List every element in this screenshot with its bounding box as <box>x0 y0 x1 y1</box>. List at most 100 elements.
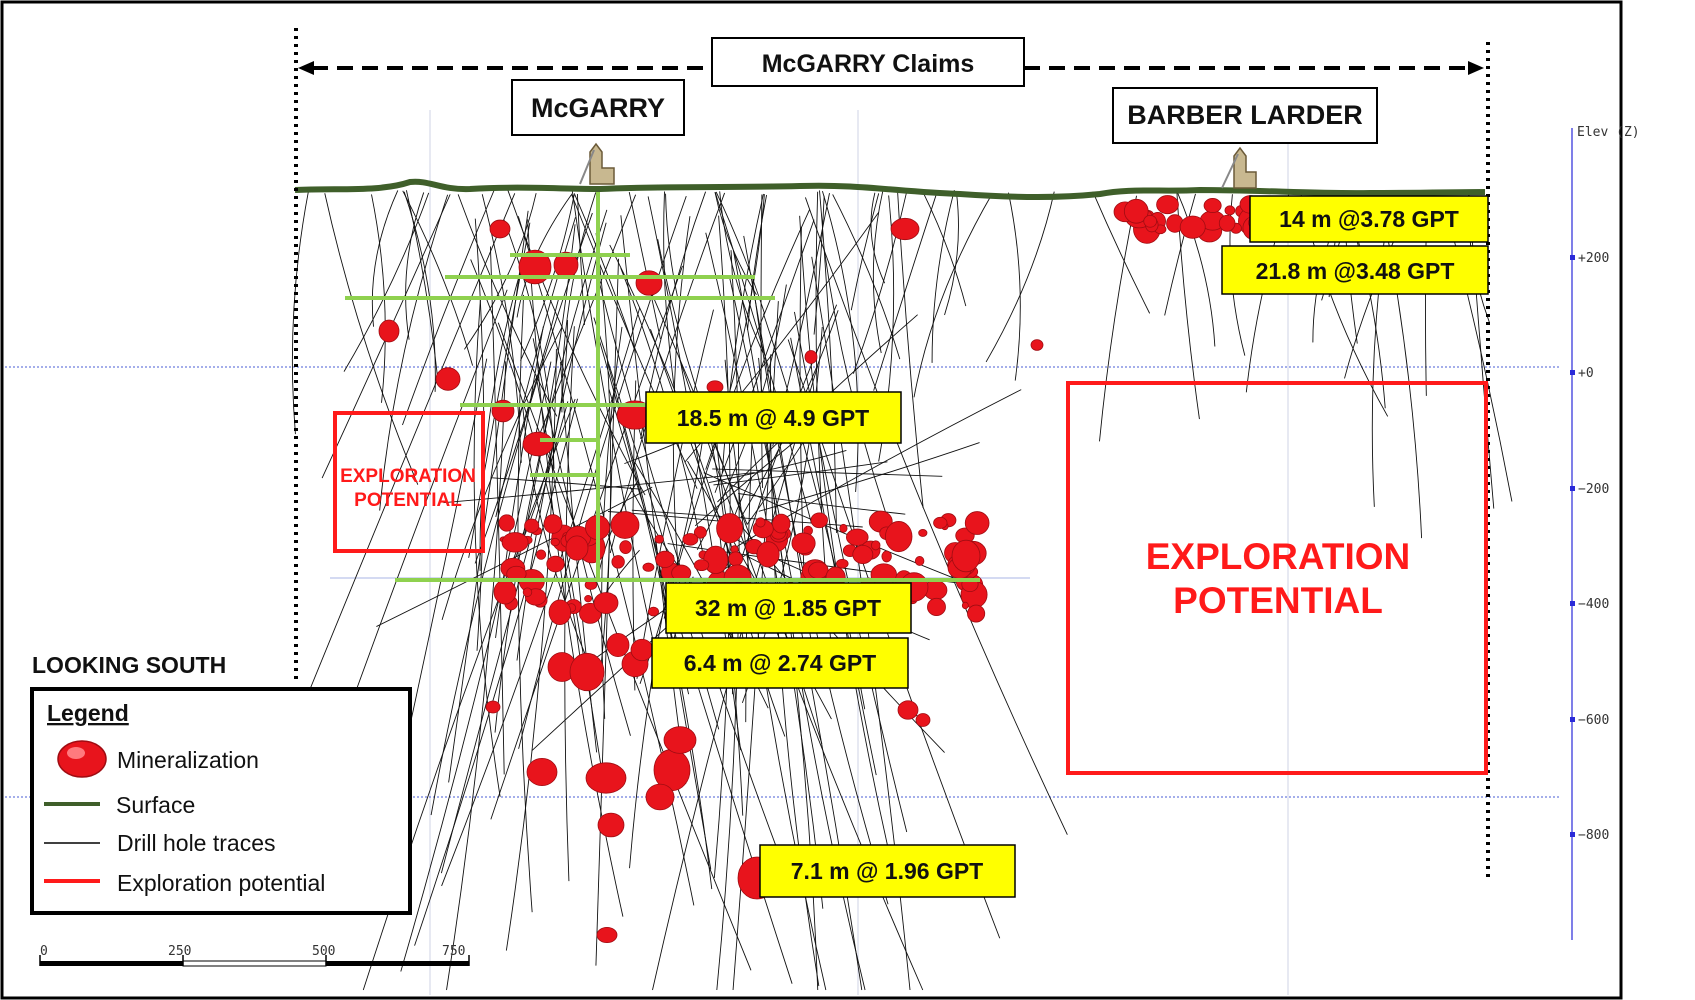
mineralization-blob <box>611 555 625 569</box>
drill-trace <box>324 193 419 485</box>
drill-trace <box>873 190 939 391</box>
drill-trace <box>823 248 889 520</box>
mine-workings <box>345 190 980 582</box>
drill-trace <box>371 190 399 327</box>
drill-trace <box>870 192 886 284</box>
legend-item-surface: Surface <box>116 792 195 818</box>
drill-trace <box>343 192 430 372</box>
drill-trace <box>494 209 608 733</box>
drill-trace <box>822 191 859 492</box>
mineralization-blob <box>435 367 461 391</box>
intercept-label: 7.1 m @ 1.96 GPT <box>791 858 983 884</box>
mineralization-blob <box>522 587 533 597</box>
drill-trace <box>819 190 837 533</box>
mcgarry-headframe-icon <box>579 142 615 185</box>
drill-trace <box>714 192 757 295</box>
mineralization-blob <box>961 601 969 610</box>
surface-line <box>294 178 1486 200</box>
mineralization-blob <box>852 544 874 565</box>
exploration-small-line1: EXPLORATION <box>340 466 476 487</box>
drill-trace <box>609 192 726 554</box>
mineralization-blob <box>1156 195 1179 215</box>
legend-title: Legend <box>47 700 129 726</box>
scale-tick: 250 <box>168 944 191 959</box>
drill-trace <box>479 262 524 571</box>
scale-tick: 500 <box>312 944 335 959</box>
mineralization-blob <box>804 350 818 364</box>
drill-trace <box>794 311 908 833</box>
legend-item-drill: Drill hole traces <box>117 830 276 856</box>
elevation-tick: −400 <box>1578 597 1609 612</box>
elevation-tick: +200 <box>1578 251 1609 266</box>
drill-trace <box>922 192 967 307</box>
drill-trace <box>1164 193 1196 316</box>
mineralization-blob <box>915 713 931 727</box>
drill-trace <box>713 215 731 879</box>
mineralization-blob <box>645 783 675 811</box>
scale-tick: 750 <box>442 944 465 959</box>
mineralization-blob <box>635 270 663 296</box>
mineralization-blob <box>951 539 981 573</box>
mineralization-blob <box>569 652 605 692</box>
mineralization-blob <box>543 514 563 534</box>
mineralization-blob <box>703 545 729 574</box>
drill-trace <box>405 192 425 340</box>
mineralization-blob <box>716 513 744 544</box>
drill-trace <box>852 190 908 374</box>
drill-trace <box>474 296 560 564</box>
mineralization-blob <box>489 219 511 239</box>
mineralization-blob <box>647 606 659 617</box>
claims-label: McGARRY Claims <box>762 50 975 78</box>
drill-trace <box>379 194 449 511</box>
drill-trace <box>813 195 825 335</box>
mineralization-blob <box>655 550 675 568</box>
drill-trace <box>715 191 766 315</box>
drill-trace <box>628 191 661 340</box>
drill-trace <box>850 193 880 311</box>
intercept-label: 14 m @3.78 GPT <box>1279 206 1459 232</box>
mineralization-blob <box>1143 214 1158 228</box>
mineralization-blob <box>550 537 560 547</box>
intercept-label: 6.4 m @ 2.74 GPT <box>684 650 876 676</box>
scale-bar: 0 250 500 750 <box>39 944 470 967</box>
mineralization-blob <box>610 511 640 539</box>
mineralization-blob <box>1218 214 1236 232</box>
scale-tick: 0 <box>40 944 48 959</box>
drill-trace <box>403 191 436 392</box>
drill-trace <box>505 348 557 951</box>
legend-item-mineralization: Mineralization <box>117 747 259 773</box>
mineralization-blob <box>885 521 913 553</box>
mineralization-blob <box>485 700 501 714</box>
mineralization-blob <box>881 550 892 563</box>
drill-trace <box>804 197 1068 835</box>
intercept-box <box>651 637 909 689</box>
elevation-tick: −200 <box>1578 482 1609 497</box>
drill-trace <box>440 401 569 874</box>
drill-trace <box>985 191 1055 363</box>
mineralization-blob <box>584 594 593 603</box>
drill-trace <box>703 472 975 587</box>
intercept-callouts: 14 m @3.78 GPT 21.8 m @3.48 GPT 18.5 m @… <box>645 195 1489 898</box>
mineralization-blob <box>1224 205 1236 216</box>
mineralization-blob <box>493 579 517 605</box>
mineralization-blob <box>755 517 766 528</box>
drill-trace <box>747 194 768 331</box>
mineralization-blob <box>596 926 618 944</box>
mineralization-bodies <box>378 195 1264 944</box>
mineralization-blob <box>619 540 632 555</box>
drill-trace <box>631 509 863 528</box>
mineralization-blob <box>630 638 654 662</box>
mineralization-blob <box>897 700 919 720</box>
drill-trace <box>719 191 764 353</box>
drill-trace <box>931 190 955 363</box>
mineralization-blob <box>967 604 986 623</box>
drill-trace <box>665 193 679 300</box>
mineralization-blob <box>728 551 743 567</box>
mineralization-blob <box>756 541 780 568</box>
drill-trace <box>489 246 505 775</box>
mineralization-blob <box>693 526 707 539</box>
drill-trace <box>443 472 755 504</box>
legend: Legend Mineralization Surface Drill hole… <box>30 687 412 915</box>
mineralization-blob <box>870 540 881 551</box>
mineralization-blob <box>918 529 928 537</box>
